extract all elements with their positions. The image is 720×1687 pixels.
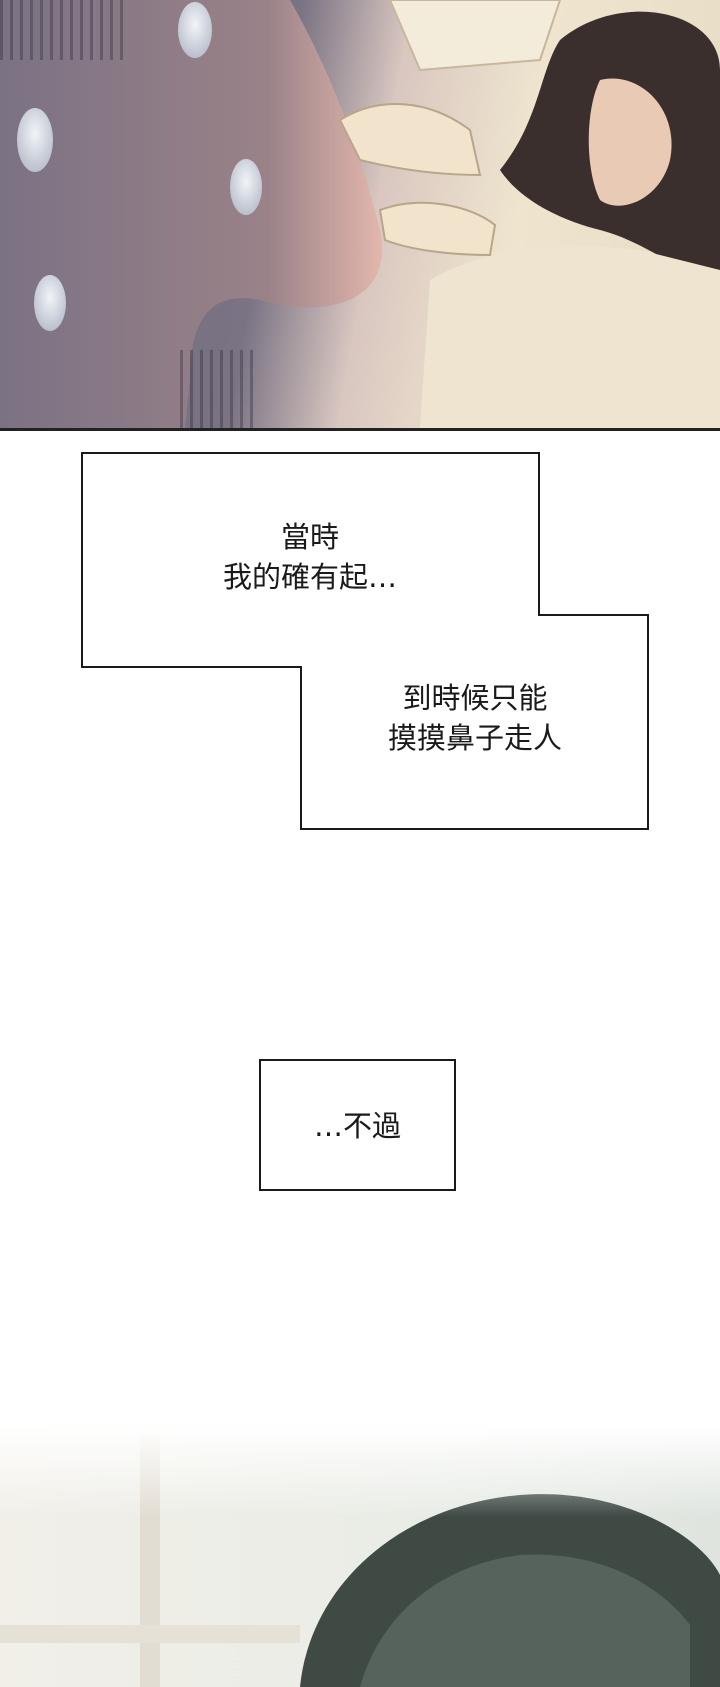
background-face bbox=[588, 78, 672, 206]
caption-text: 當時 bbox=[280, 520, 339, 554]
caption-box-3: …不過 bbox=[260, 1106, 455, 1146]
hand bbox=[378, 201, 497, 257]
hand bbox=[338, 103, 482, 177]
bottom-panel-illustration bbox=[0, 1425, 720, 1687]
shirt bbox=[420, 246, 720, 428]
bottom-comic-panel bbox=[0, 1425, 720, 1687]
caption-text: 我的確有起… bbox=[222, 560, 397, 594]
foreground-face-shape bbox=[0, 0, 383, 428]
caption-box-outline bbox=[259, 1059, 456, 1191]
caption-text: 到時候只能 bbox=[402, 681, 548, 715]
sweat-drop bbox=[17, 108, 53, 172]
caption-text: …不過 bbox=[313, 1109, 401, 1143]
caption-box-2: 到時候只能 摸摸鼻子走人 bbox=[355, 678, 595, 758]
top-panel-illustration bbox=[0, 0, 720, 428]
top-comic-panel bbox=[0, 0, 720, 431]
sweat-drop bbox=[230, 159, 262, 215]
sweat-drop bbox=[178, 2, 212, 58]
caption-text: 摸摸鼻子走人 bbox=[387, 721, 562, 755]
caption-box-outline bbox=[81, 452, 649, 830]
caption-box-1: 當時 我的確有起… bbox=[200, 517, 420, 597]
sweat-drop bbox=[34, 275, 66, 331]
